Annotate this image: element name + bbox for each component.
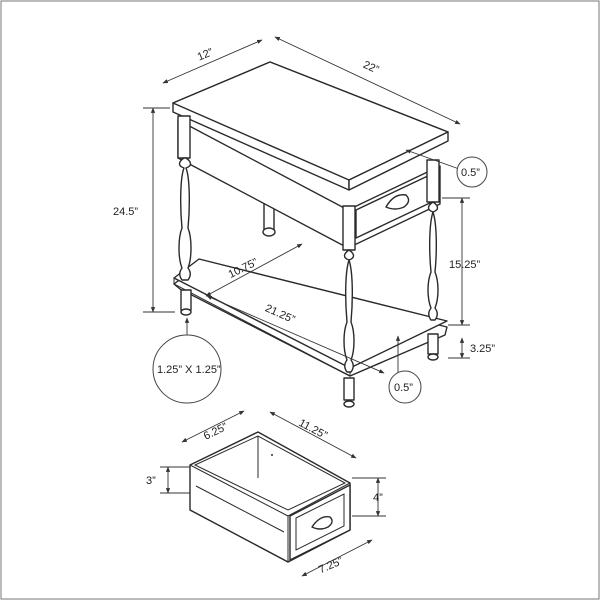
front-left-leg [177,115,192,316]
drawer-dimensions [160,410,386,577]
table-width-label: 22” [361,59,381,77]
table-dimensions [143,36,488,404]
shelf-thickness-label: 0.5” [394,382,413,394]
floor-clearance-label: 3.25” [470,343,495,355]
shelf-to-apron-label: 15.25” [449,259,481,271]
table-depth-label: 12” [196,46,216,63]
drawer-width-label: 11.25” [297,417,330,442]
table-dimension-labels: 12” 22” 24.5” 0.5” 15.25” 10.75” 21.25” … [113,46,495,394]
top-thickness-label: 0.5” [461,167,480,179]
back-right-leg [426,159,440,361]
drawer-front-height-label: 4” [373,492,383,504]
drawer [189,431,351,563]
drawer-front-width-label: 7.25” [317,555,345,576]
table-height-label: 24.5” [113,206,138,218]
leg-size-label: 1.25” X 1.25” [157,364,221,376]
drawer-inner-height-label: 3” [146,475,156,487]
drawer-depth-label: 6.25” [202,421,230,443]
drawer-front [355,173,433,239]
